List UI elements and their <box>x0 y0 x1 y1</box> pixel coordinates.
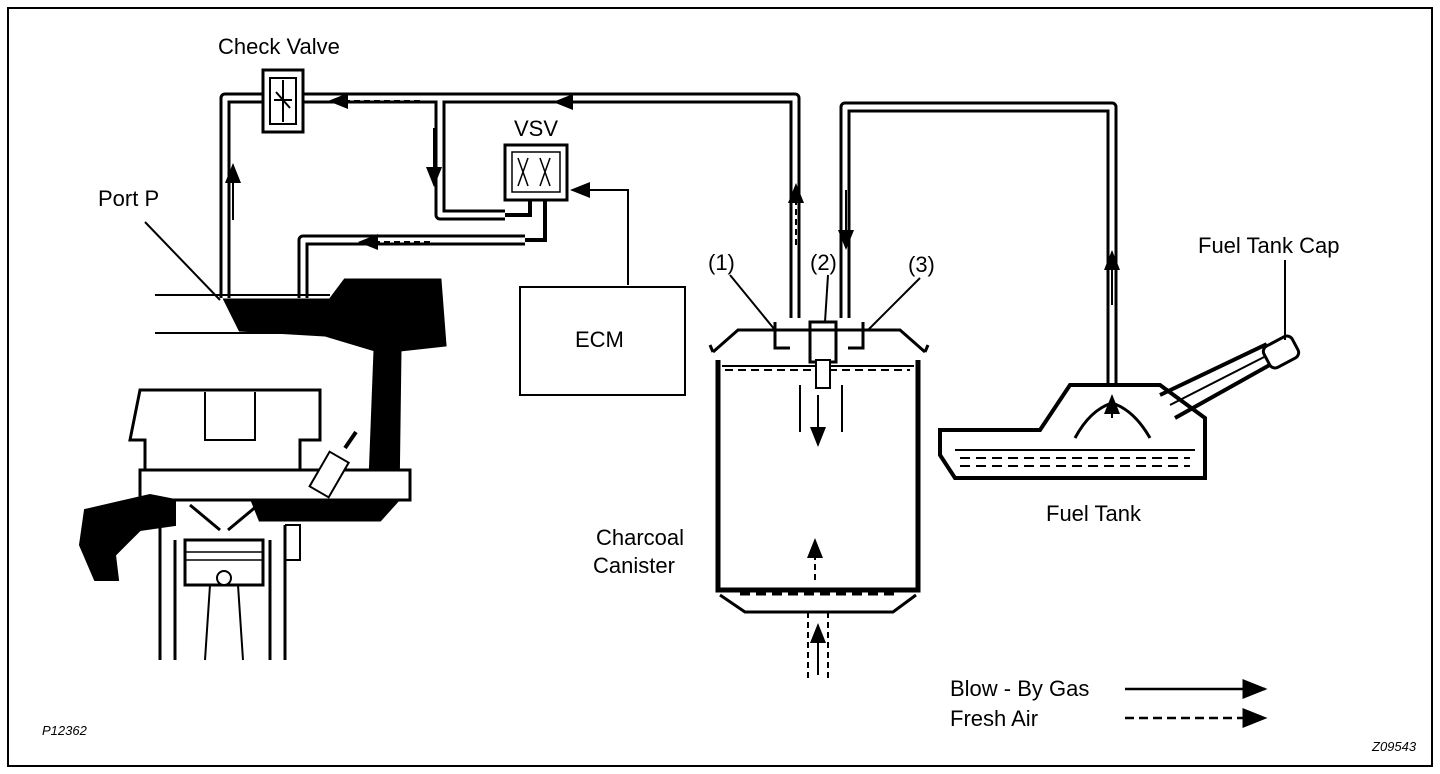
check-valve <box>261 68 305 134</box>
ecm-box <box>519 286 686 396</box>
hose-port-p-to-canister-1 <box>219 92 801 318</box>
vsv <box>503 143 569 242</box>
fuel-tank-cap-shape <box>1261 334 1301 370</box>
vsv-label: VSV <box>514 116 559 141</box>
fuel-tank-label: Fuel Tank <box>1046 501 1141 526</box>
legend-fresh-air-label: Fresh Air <box>950 706 1039 731</box>
outer-frame <box>7 7 1433 767</box>
legend <box>1125 679 1268 728</box>
flow-arrows <box>225 93 1120 305</box>
exhaust-manifold <box>78 493 176 581</box>
charcoal-canister <box>708 320 930 680</box>
check-valve-label: Check Valve <box>218 34 340 59</box>
canister-arrows <box>807 395 826 675</box>
hose-tank-to-canister-3 <box>839 101 1118 390</box>
figure-code-left: P12362 <box>42 723 87 738</box>
port-3-label: (3) <box>908 252 935 277</box>
spark-plug <box>308 430 358 499</box>
port-2-label: (2) <box>810 250 837 275</box>
intake-manifold <box>222 278 447 522</box>
fuel-tank <box>938 260 1301 480</box>
charcoal-canister-label-line2: Canister <box>593 553 675 578</box>
valve-cover <box>128 388 322 472</box>
ecm-signal-line <box>570 182 629 285</box>
legend-blow-by-gas-label: Blow - By Gas <box>950 676 1090 701</box>
port-p-leader <box>144 221 221 301</box>
figure-code-right: Z09543 <box>1372 739 1417 754</box>
hose-vsv-loop <box>434 98 505 221</box>
fuel-tank-cap-label: Fuel Tank Cap <box>1198 233 1340 258</box>
engine <box>78 221 447 661</box>
port-p-label: Port P <box>98 186 160 211</box>
port-leaders <box>729 274 921 331</box>
charcoal-canister-label-line1: Charcoal <box>596 525 685 550</box>
ecm-label: ECM <box>575 327 624 352</box>
port-1-label: (1) <box>708 250 735 275</box>
